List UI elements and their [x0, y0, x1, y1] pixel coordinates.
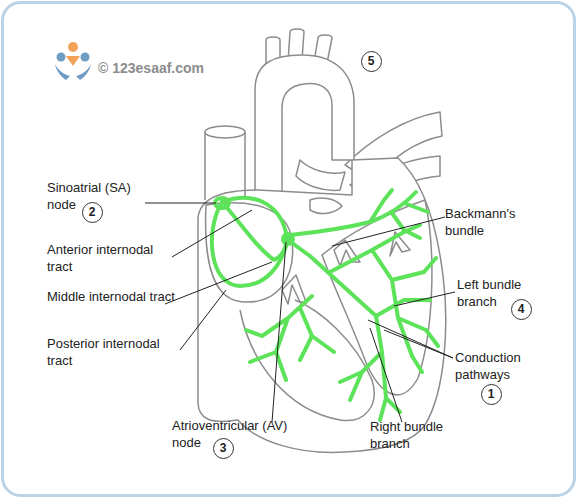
part-label: Sinoatrial (SA) node: [47, 179, 151, 213]
callout-number: 4: [518, 302, 525, 316]
callout-number: 5: [368, 54, 375, 68]
part-label: Right bundle branch: [370, 418, 465, 452]
callout-circle: 4: [511, 299, 532, 320]
callout-circle: 5: [361, 51, 382, 72]
callout-circle: 1: [481, 384, 502, 405]
conduction-system: [212, 190, 438, 420]
logo: [55, 42, 91, 80]
callout-circle: 2: [82, 202, 103, 223]
callout-circle: 3: [213, 438, 234, 459]
part-label: Backmann's bundle: [445, 205, 535, 239]
callout-number: 3: [220, 441, 227, 455]
part-label: Atrioventricular (AV) node: [172, 417, 314, 451]
frame: [3, 3, 575, 496]
part-label: Posterior internodal tract: [47, 335, 182, 369]
part-label: Conduction pathways: [455, 349, 550, 383]
part-label: Left bundle branch: [457, 276, 552, 310]
part-label: Anterior internodal tract: [47, 241, 175, 275]
watermark: © 123esaaf.com: [98, 60, 258, 77]
callout-number: 2: [89, 205, 96, 219]
heart-outline: [198, 29, 446, 452]
callout-number: 1: [488, 387, 495, 401]
leader-lines: [145, 203, 455, 422]
part-label: Middle internodal tract: [47, 288, 175, 305]
